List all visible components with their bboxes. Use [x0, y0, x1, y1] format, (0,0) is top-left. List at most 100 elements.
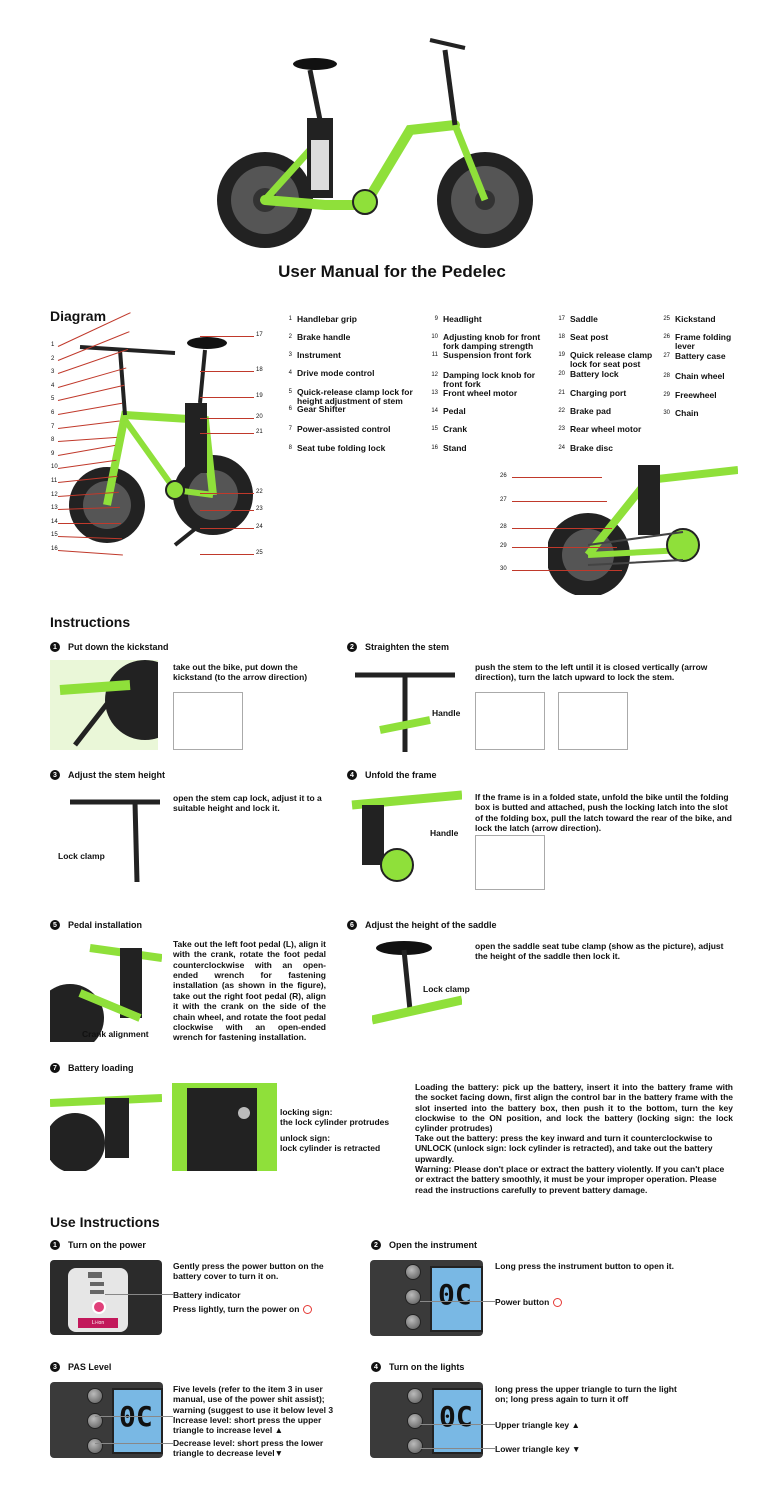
step-title-text: Turn on the lights [389, 1362, 465, 1372]
battery-brand-label: Li-ion [78, 1318, 118, 1328]
part-number: 1 [288, 316, 292, 322]
callout-leader [200, 397, 254, 398]
callout-leader [200, 371, 254, 372]
part-number: 11 [431, 352, 438, 358]
callout-leader [512, 570, 622, 571]
step-1-text: take out the bike, put down the kickstan… [173, 662, 308, 683]
part-label: Quick-release clamp lock for height adju… [297, 387, 413, 406]
part-label: Battery case [675, 351, 726, 361]
use-2-text: Long press the instrument button to open… [495, 1261, 674, 1271]
step-3-title: 3 Adjust the stem height [50, 770, 165, 780]
part-number: 3 [288, 352, 292, 358]
diagram-heading: Diagram [50, 308, 107, 324]
part-number: 6 [288, 406, 292, 412]
callout-number: 19 [256, 393, 263, 399]
instrument-photo-2: 0C [50, 1382, 163, 1458]
power-symbol-icon [553, 1297, 563, 1307]
step-4-title: 4 Unfold the frame [347, 770, 437, 780]
page-title: User Manual for the Pedelec [278, 262, 506, 281]
power-button-text: Power button [495, 1297, 550, 1307]
part-number: 29 [663, 392, 670, 398]
kickstand-photo [50, 660, 158, 750]
callout-number: 28 [500, 524, 507, 530]
middle-button[interactable] [407, 1413, 423, 1429]
callout-number: 16 [51, 546, 58, 552]
power-button-leader [420, 1301, 495, 1302]
use-4-text: long press the upper triangle to turn th… [495, 1384, 677, 1405]
upper-triangle-button[interactable] [407, 1388, 423, 1404]
callout-leader [58, 522, 121, 524]
use-1-title: 1 Turn on the power [50, 1240, 146, 1250]
callout-leader [512, 477, 602, 478]
lcd-digits: 0C [438, 1278, 472, 1311]
instrument-button-up[interactable] [405, 1264, 421, 1280]
part-number: 23 [558, 426, 565, 432]
step-number: 3 [50, 1362, 60, 1372]
part-number: 2 [288, 334, 292, 340]
middle-button[interactable] [87, 1413, 103, 1429]
use-3-text: Five levels (refer to the item 3 in user… [173, 1384, 334, 1415]
callout-leader [200, 336, 254, 337]
step-title-text: Adjust the stem height [68, 770, 166, 780]
callout-number: 22 [256, 489, 263, 495]
stem-height-photo [65, 790, 165, 882]
step-number: 4 [371, 1362, 381, 1372]
callout-number: 12 [51, 491, 58, 498]
step-title-text: Put down the kickstand [68, 642, 169, 652]
part-label: Battery lock [570, 369, 619, 379]
handle-callout: Handle [432, 708, 461, 718]
power-button-icon[interactable] [92, 1300, 106, 1314]
callout-number: 18 [256, 367, 263, 373]
lower-triangle-button[interactable] [407, 1438, 423, 1454]
part-number: 30 [663, 410, 670, 416]
callout-leader [512, 528, 612, 529]
step-title-text: Adjust the height of the saddle [365, 920, 497, 930]
lower-triangle-button[interactable] [87, 1438, 103, 1454]
battery-cover-photo: Li-ion [50, 1260, 162, 1335]
callout-number: 20 [256, 414, 263, 420]
step-3-text: open the stem cap lock, adjust it to a s… [173, 793, 322, 814]
callout-leader [512, 501, 607, 502]
diagram-bike-image [65, 325, 255, 570]
callout-leader [200, 433, 254, 434]
part-number: 19 [558, 352, 565, 358]
lower-key-leader [420, 1448, 495, 1449]
part-label: Charging port [570, 388, 627, 398]
battery-lock-photo [172, 1083, 277, 1171]
saddle-photo [372, 940, 462, 1042]
step-number: 1 [50, 1240, 60, 1250]
callout-leader [200, 554, 254, 555]
callout-number: 21 [256, 429, 263, 435]
part-number: 16 [431, 445, 438, 451]
part-label: Pedal [443, 406, 466, 416]
step-5-text: Take out the left foot pedal (L), align … [173, 939, 326, 1043]
callout-number: 7 [51, 423, 55, 430]
instrument-power-button[interactable] [405, 1289, 421, 1305]
lock-clamp-callout-6: Lock clamp [423, 984, 470, 994]
step-1-title: 1 Put down the kickstand [50, 642, 169, 652]
step-title-text: Straighten the stem [365, 642, 450, 652]
use-instructions-heading: Use Instructions [50, 1214, 160, 1230]
lock-clamp-callout-3: Lock clamp [58, 851, 105, 861]
step-5-title: 5 Pedal installation [50, 920, 142, 930]
instrument-button-down[interactable] [405, 1314, 421, 1330]
callout-number: 10 [51, 464, 58, 471]
locking-sign-text: locking sign: the lock cylinder protrude… [280, 1107, 390, 1128]
callout-leader [200, 418, 254, 419]
kickstand-sketch [173, 692, 243, 750]
step-title-text: PAS Level [68, 1362, 112, 1372]
use-3-title: 3 PAS Level [50, 1362, 111, 1372]
callout-number: 29 [500, 543, 507, 549]
upper-triangle-button[interactable] [87, 1388, 103, 1404]
lower-triangle-label: Lower triangle key ▼ [495, 1444, 581, 1454]
pedal-photo [50, 938, 162, 1042]
decrease-leader [95, 1443, 173, 1444]
